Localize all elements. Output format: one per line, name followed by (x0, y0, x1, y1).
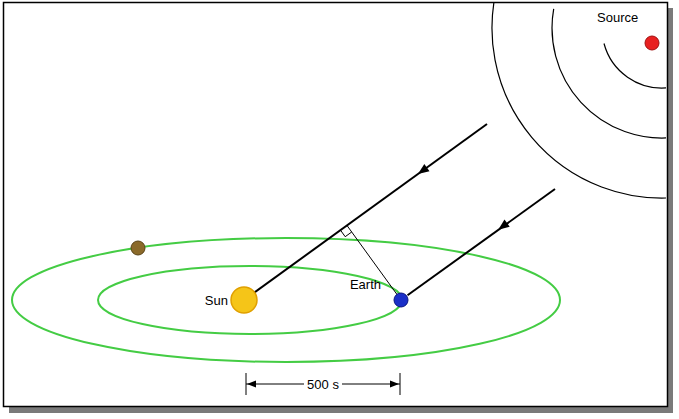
source-symbol (645, 36, 659, 50)
source-label: Source (597, 10, 638, 25)
distance-label: 500 s (304, 377, 342, 392)
frame (4, 3, 668, 407)
distance-dimension (246, 373, 400, 395)
earth-orbit (98, 266, 402, 334)
wavefronts (492, 3, 666, 198)
wavefront-arc (552, 9, 666, 138)
right-angle-mark (341, 230, 352, 237)
arrowhead (390, 381, 399, 388)
sun-symbol (231, 287, 257, 313)
outer-orbit (12, 238, 560, 362)
arrowhead (247, 381, 256, 388)
arrowhead (418, 164, 430, 174)
ray-to-sun (255, 124, 488, 292)
wavefront-arc (604, 44, 666, 89)
earth-label: Earth (350, 277, 381, 292)
perpendicular-line (347, 226, 401, 301)
arrowhead (498, 220, 510, 230)
wavefront-arc (492, 3, 666, 198)
sun-label: Sun (205, 293, 228, 308)
earth-symbol (394, 293, 408, 307)
planet-symbol (131, 241, 145, 255)
ray-to-earth (408, 189, 556, 295)
